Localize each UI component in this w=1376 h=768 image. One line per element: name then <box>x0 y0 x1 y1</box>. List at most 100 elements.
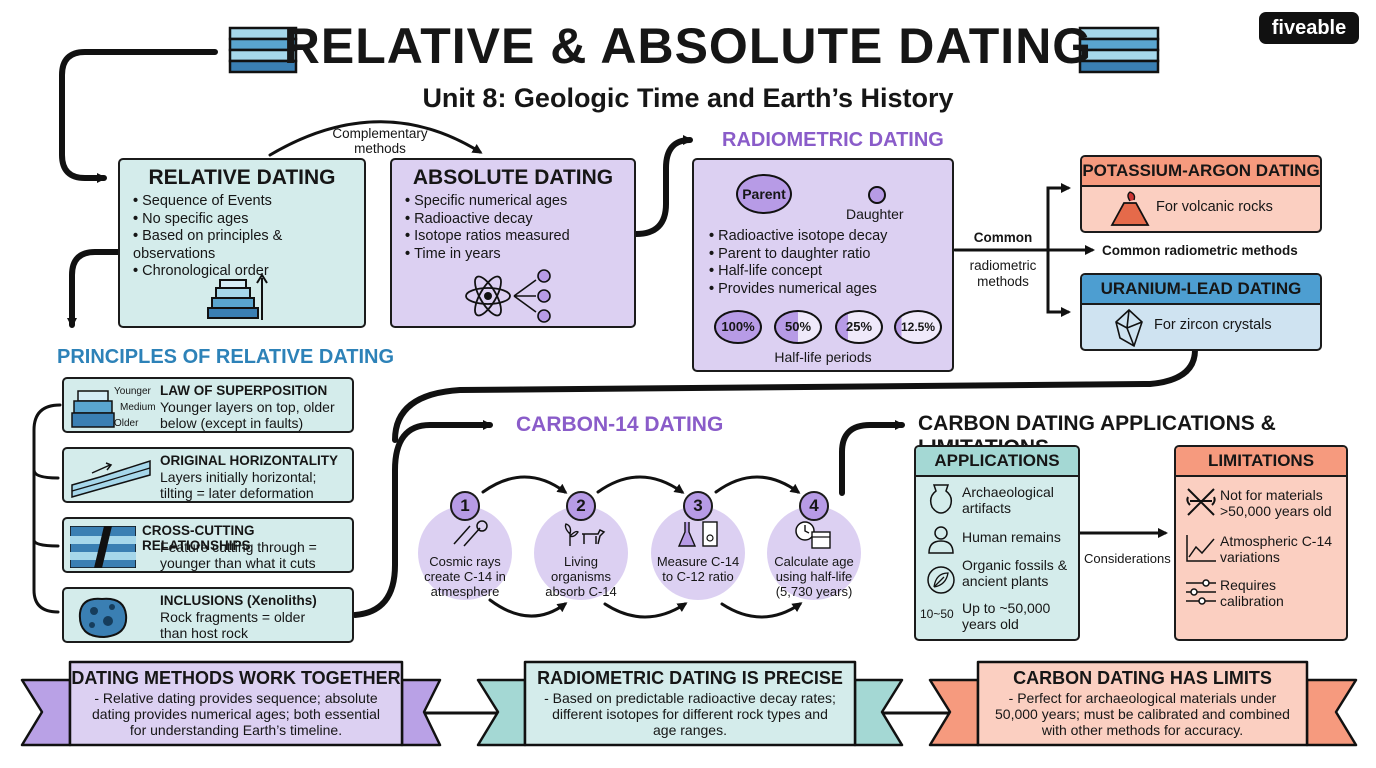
daughter-label: Daughter <box>846 206 904 222</box>
list-item: No specific ages <box>133 211 364 229</box>
inclusions-desc: Rock fragments = older than host rock <box>160 609 306 641</box>
crosscutting-icon <box>70 526 136 568</box>
younger-label: Younger <box>114 386 151 397</box>
list-item: Parent to daughter ratio <box>709 246 887 264</box>
uranium-lead-box: URANIUM-LEAD DATING For zircon crystals <box>1080 273 1322 351</box>
clock-calendar-icon <box>795 521 831 549</box>
plant-animal-icon <box>564 523 606 546</box>
applications-title: APPLICATIONS <box>916 447 1078 477</box>
carbon14-heading: CARBON-14 DATING <box>516 413 724 436</box>
line-graph-icon <box>1186 535 1216 562</box>
halflife-label: Half-life periods <box>774 349 872 365</box>
fiveable-logo[interactable]: fiveable <box>1259 12 1359 44</box>
app-item: Human remains <box>962 529 1061 545</box>
superposition-card: Younger Medium Older LAW OF SUPERPOSITIO… <box>62 377 354 433</box>
radiometric-list: Radioactive isotope decay Parent to daug… <box>709 228 887 298</box>
medium-label: Medium <box>120 402 156 413</box>
crosscutting-desc: Feature cutting through = younger than w… <box>160 539 317 571</box>
vase-icon <box>929 484 953 514</box>
arrow-relative-to-principles <box>67 249 121 328</box>
step-number: 3 <box>683 491 713 521</box>
superposition-desc: Younger layers on top, older below (exce… <box>160 399 335 431</box>
list-item: Chronological order <box>133 263 364 281</box>
complementary-label: Complementary methods <box>332 126 428 156</box>
relative-dating-box: RELATIVE DATING Sequence of Events No sp… <box>118 158 366 328</box>
step-number: 1 <box>450 491 480 521</box>
banner-3-title: CARBON DATING HAS LIMITS <box>1013 668 1272 688</box>
page-title: RELATIVE & ABSOLUTE DATING <box>283 18 1093 74</box>
app-item: Organic fossils &ancient plants <box>962 557 1068 589</box>
arrow-to-upb <box>1046 248 1071 317</box>
zircon-crystal-icon <box>1115 308 1143 348</box>
radiometric-box: Parent Daughter Radioactive isotope deca… <box>692 158 954 372</box>
cosmic-ray-icon <box>453 520 488 547</box>
step-number: 2 <box>566 491 596 521</box>
kar-title: POTASSIUM-ARGON DATING <box>1082 157 1320 187</box>
list-item: Sequence of Events <box>133 193 364 211</box>
no-bone-icon <box>1186 488 1216 516</box>
inclusions-card: INCLUSIONS (Xenoliths) Rock fragments = … <box>62 587 354 643</box>
leaf-fossil-icon <box>927 566 955 594</box>
banner-1-title: DATING METHODS WORK TOGETHER <box>71 668 401 688</box>
parent-isotope: Parent <box>736 174 792 214</box>
potassium-argon-box: POTASSIUM-ARGON DATING For volcanic rock… <box>1080 155 1322 233</box>
older-label: Older <box>114 418 139 429</box>
range-icon: 10~50 <box>920 607 954 621</box>
banner-2-text: - Based on predictable radioactive decay… <box>544 690 836 738</box>
common-methods-label: radiometric methods <box>969 258 1037 289</box>
list-item: Radioactive isotope decay <box>709 228 887 246</box>
absolute-dating-title: ABSOLUTE DATING <box>412 166 614 189</box>
common-label: Common <box>973 230 1033 245</box>
horizontality-desc: Layers initially horizontal; tilting = l… <box>160 469 317 501</box>
atom-decay-icon <box>465 269 551 323</box>
considerations-label: Considerations <box>1084 551 1171 566</box>
radiometric-heading: RADIOMETRIC DATING <box>722 129 944 151</box>
banner-1-ribbon <box>20 678 72 747</box>
halflife-50: 50% <box>774 310 822 344</box>
superposition-icon <box>71 390 115 428</box>
person-icon <box>928 526 954 554</box>
list-item: Half-life concept <box>709 263 887 281</box>
list-item: Provides numerical ages <box>709 281 887 299</box>
list-item: Isotope ratios measured <box>405 228 634 246</box>
lab-flask-icon <box>677 521 718 547</box>
superposition-title: LAW OF SUPERPOSITION <box>160 383 328 398</box>
limit-item: Not for materials>50,000 years old <box>1220 487 1332 519</box>
absolute-dating-list: Specific numerical ages Radioactive deca… <box>405 193 634 263</box>
c14-step-2 <box>534 506 628 600</box>
xenolith-rock-icon <box>78 597 128 639</box>
horizontality-title: ORIGINAL HORIZONTALITY <box>160 453 338 468</box>
kar-desc: For volcanic rocks <box>1156 199 1273 215</box>
page-subtitle: Unit 8: Geologic Time and Earth’s Histor… <box>422 83 954 113</box>
c14-step-4 <box>767 506 861 600</box>
volcano-icon <box>1110 191 1150 226</box>
limitations-title: LIMITATIONS <box>1176 447 1346 477</box>
banner-1-text: - Relative dating provides sequence; abs… <box>92 690 380 738</box>
halflife-12: 12.5% <box>894 310 942 344</box>
c14-step-3 <box>651 506 745 600</box>
step-number: 4 <box>799 491 829 521</box>
sliders-icon <box>1186 579 1216 605</box>
upb-desc: For zircon crystals <box>1154 317 1272 333</box>
list-item: Radioactive decay <box>405 211 634 229</box>
absolute-dating-box: ABSOLUTE DATING Specific numerical ages … <box>390 158 636 328</box>
arrow-absolute-to-radiometric <box>633 135 693 237</box>
list-item: Specific numerical ages <box>405 193 634 211</box>
limitations-box: LIMITATIONS Not for materials>50,000 yea… <box>1174 445 1348 641</box>
list-item: Based on principles & observations <box>133 228 364 263</box>
crosscutting-card: CROSS-CUTTING RELATIONSHIPS Feature cutt… <box>62 517 354 573</box>
banner-2-ribbon <box>476 678 527 747</box>
principles-bracket <box>32 403 62 614</box>
common-methods-right-label: Common radiometric methods <box>1102 243 1298 258</box>
c14-step-1 <box>418 506 512 600</box>
arrow-step4-to-apps <box>839 420 905 496</box>
banner-3-text: - Perfect for archaeological materials u… <box>995 690 1290 738</box>
